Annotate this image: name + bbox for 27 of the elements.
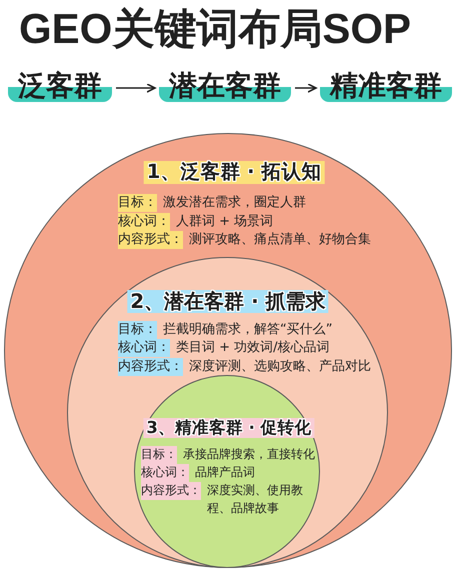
field-label: 目标：: [118, 321, 157, 339]
field-label: 内容形式：: [141, 482, 201, 500]
field-value: 承接品牌搜索，直接转化: [183, 446, 315, 463]
field-value: 深度实测、使用教程、品牌故事: [207, 482, 304, 516]
arrow: [116, 83, 156, 93]
field-label: 内容形式：: [118, 231, 183, 249]
field-value: 拦截明确需求，解答“买什么”: [163, 321, 332, 339]
field-value: 激发潜在需求，圈定人群: [163, 194, 306, 212]
arrow: [295, 83, 317, 93]
field-value: 深度评测、选购攻略、产品对比: [189, 358, 371, 376]
middle-circle: [67, 257, 388, 568]
circle-heading: 2、潜在客群 · 抓需求: [127, 290, 329, 313]
outer-circle: [4, 133, 452, 568]
field-label: 核心词：: [118, 213, 170, 231]
field-value: 人群词 + 场景词: [176, 213, 274, 231]
field-label: 核心词：: [118, 339, 170, 357]
field-label: 核心词：: [141, 464, 189, 482]
field-label: 目标：: [118, 194, 157, 212]
field-label: 内容形式：: [118, 358, 183, 376]
circle-heading: 1、泛客群 · 拓认知: [144, 161, 324, 184]
field-label: 目标：: [141, 446, 177, 464]
title: GEO关键词布局SOP: [19, 6, 412, 52]
circle-heading: 3、精准客群 · 促转化: [143, 418, 315, 438]
field-value: 品牌产品词: [195, 464, 255, 481]
field-value: 类目词 + 功效词/核心品词: [176, 339, 330, 357]
inner-circle: [134, 375, 320, 568]
field-value: 测评攻略、痛点清单、好物合集: [189, 231, 371, 249]
